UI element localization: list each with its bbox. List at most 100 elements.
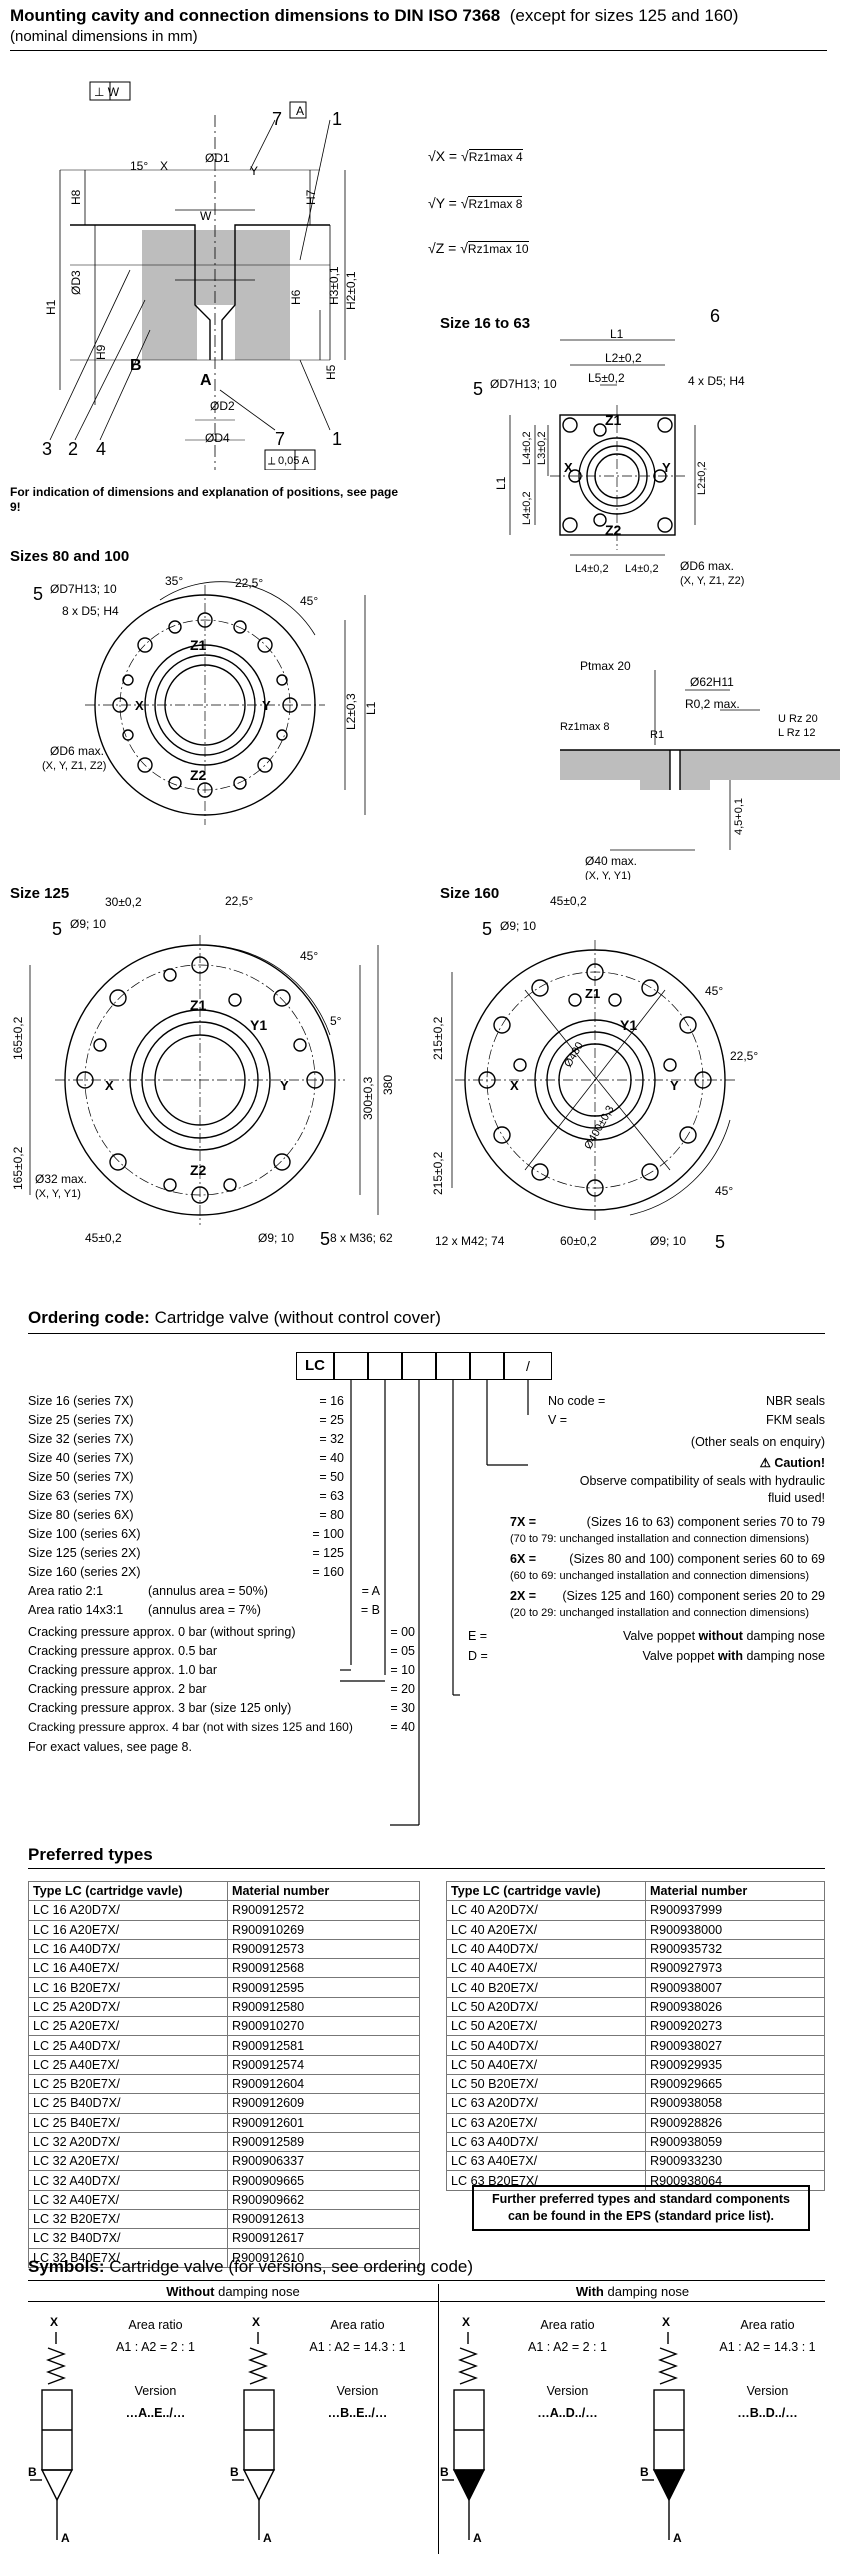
svg-text:30±0,2: 30±0,2 [105, 895, 142, 909]
ratio-title: Area ratio [330, 2318, 385, 2332]
svg-text:215±0,2: 215±0,2 [431, 1016, 445, 1060]
svg-text:L1: L1 [610, 327, 624, 341]
size-code: = 16 [319, 1394, 344, 1408]
svg-text:(X, Y, Y1): (X, Y, Y1) [585, 870, 631, 880]
table-row: LC 16 A20E7X/R900910269 [28, 1919, 420, 1940]
svg-text:35°: 35° [165, 574, 183, 588]
table-row: LC 25 A20D7X/R900912580 [28, 1996, 420, 2018]
svg-text:H7: H7 [304, 189, 318, 205]
material-number-cell: R900912580 [227, 1996, 420, 2018]
material-number-cell: R900912613 [227, 2209, 420, 2230]
svg-text:ØD6 max.: ØD6 max. [680, 559, 734, 573]
svg-text:45±0,2: 45±0,2 [550, 894, 587, 908]
svg-text:380: 380 [381, 1075, 395, 1095]
svg-text:165±0,2: 165±0,2 [11, 1146, 25, 1190]
table-row: LC 40 A20D7X/R900937999 [446, 1900, 825, 1921]
version-value: …A..E../… [125, 2406, 186, 2420]
version-value: …A..D../… [537, 2406, 598, 2420]
size-option: Size 16 (series 7X) [28, 1394, 134, 1408]
type-cell: LC 50 B20E7X/ [446, 2073, 646, 2095]
size125-drawing: Ø9; 10 30±0,2 22,5° 45° 5° 165±0,2 165±0… [11, 894, 395, 1249]
table-row: LC 25 B40E7X/R900912601 [28, 2112, 420, 2133]
size-code: = 40 [319, 1451, 344, 1465]
port-a-label: A [673, 2531, 682, 2545]
svg-text:B: B [130, 357, 142, 374]
table-row: LC 63 A40E7X/R900933230 [446, 2151, 825, 2172]
svg-text:Ø9; 10: Ø9; 10 [70, 917, 106, 931]
svg-text:R0,2 max.: R0,2 max. [685, 697, 740, 711]
pressure-option: Cracking pressure approx. 1.0 bar [28, 1663, 217, 1677]
material-number-cell: R900912589 [227, 2131, 420, 2153]
svg-text:W: W [200, 209, 212, 223]
table-row: LC 50 A20E7X/R900920273 [446, 2016, 825, 2037]
type-cell: LC 16 A40E7X/ [28, 1958, 228, 1979]
seal-code: No code = [548, 1394, 606, 1408]
size-option: Size 25 (series 7X) [28, 1413, 134, 1427]
material-number-cell: R900933230 [645, 2151, 825, 2172]
type-cell: LC 16 A20D7X/ [28, 1900, 228, 1921]
page-title: Mounting cavity and connection dimension… [10, 6, 738, 26]
type-cell: LC 25 B40D7X/ [28, 2093, 228, 2114]
without-damping-header: Without damping nose [28, 2284, 438, 2302]
svg-text:L4±0,2: L4±0,2 [521, 431, 533, 465]
material-number-cell: R900927973 [645, 1958, 825, 1979]
table-row: LC 25 A40E7X/R900912574 [28, 2054, 420, 2075]
table-row: LC 50 A40E7X/R900929935 [446, 2054, 825, 2075]
material-number-cell: R900912572 [227, 1900, 420, 1921]
svg-text:5: 5 [473, 379, 483, 399]
series-text: (Sizes 125 and 160) component series 20 … [562, 1589, 825, 1603]
type-cell: LC 25 A40E7X/ [28, 2054, 228, 2075]
svg-text:L4±0,2: L4±0,2 [625, 563, 659, 575]
svg-text:Z1: Z1 [605, 412, 622, 428]
svg-text:X: X [510, 1078, 519, 1093]
material-number-cell: R900912595 [227, 1977, 420, 1998]
material-number-cell: R900920273 [645, 2016, 825, 2037]
svg-text:45°: 45° [300, 949, 318, 963]
svg-text:Ø480: Ø480 [562, 1040, 586, 1069]
pressure-option: Cracking pressure approx. 0 bar (without… [28, 1625, 296, 1639]
table-row: LC 40 A40E7X/R900927973 [446, 1958, 825, 1979]
preferred-table-left: Type LC (cartridge vavle)Material number… [28, 1880, 420, 2268]
svg-text:Ø9; 10: Ø9; 10 [650, 1234, 686, 1248]
preferred-rule [28, 1868, 825, 1869]
svg-text:3: 3 [42, 439, 52, 459]
svg-text:Y: Y [262, 698, 271, 713]
col-header: Type LC (cartridge vavle) [28, 1880, 228, 1902]
material-number-cell: R900906337 [227, 2151, 420, 2172]
svg-text:Y: Y [662, 460, 671, 475]
svg-text:ØD7H13; 10: ØD7H13; 10 [50, 582, 117, 596]
svg-text:L4±0,2: L4±0,2 [521, 491, 533, 525]
ordering-leader-lines [340, 1380, 529, 1826]
series-sub: (70 to 79: unchanged installation and co… [510, 1533, 810, 1545]
warning-icon: ⚠ [759, 1456, 771, 1470]
svg-text:X: X [160, 159, 168, 173]
svg-text:5: 5 [52, 919, 62, 939]
material-number-cell: R900912568 [227, 1958, 420, 1979]
svg-text:60±0,2: 60±0,2 [560, 1234, 597, 1248]
svg-text:5: 5 [715, 1232, 725, 1252]
svg-text:Y: Y [280, 1078, 289, 1093]
port-b-label: B [640, 2465, 649, 2479]
ratio-code: = A [361, 1584, 380, 1598]
table-row: LC 16 B20E7X/R900912595 [28, 1977, 420, 1998]
type-cell: LC 40 B20E7X/ [446, 1977, 646, 1998]
pressure-option: Cracking pressure approx. 3 bar (size 12… [28, 1701, 292, 1715]
roughness-y: √Y = √Rz1max 8 [428, 195, 523, 211]
material-number-cell: R900937999 [645, 1900, 825, 1921]
size-code: = 160 [312, 1565, 344, 1579]
table-row: LC 50 A40D7X/R900938027 [446, 2035, 825, 2056]
series-code: 2X = [510, 1589, 537, 1603]
svg-text:L4±0,2: L4±0,2 [575, 563, 609, 575]
seal-code: V = [548, 1413, 568, 1427]
header-rule [10, 50, 827, 51]
table-row: LC 32 A20E7X/R900906337 [28, 2151, 420, 2172]
preferred-title: Preferred types [28, 1845, 153, 1864]
table-row: LC 63 A20E7X/R900928826 [446, 2112, 825, 2133]
svg-text:4 x D5; H4: 4 x D5; H4 [688, 374, 745, 388]
ratio-detail: (annulus area = 7%) [148, 1603, 261, 1617]
svg-text:Ø32 max.: Ø32 max. [35, 1172, 87, 1186]
ratio-code: = B [360, 1603, 380, 1617]
